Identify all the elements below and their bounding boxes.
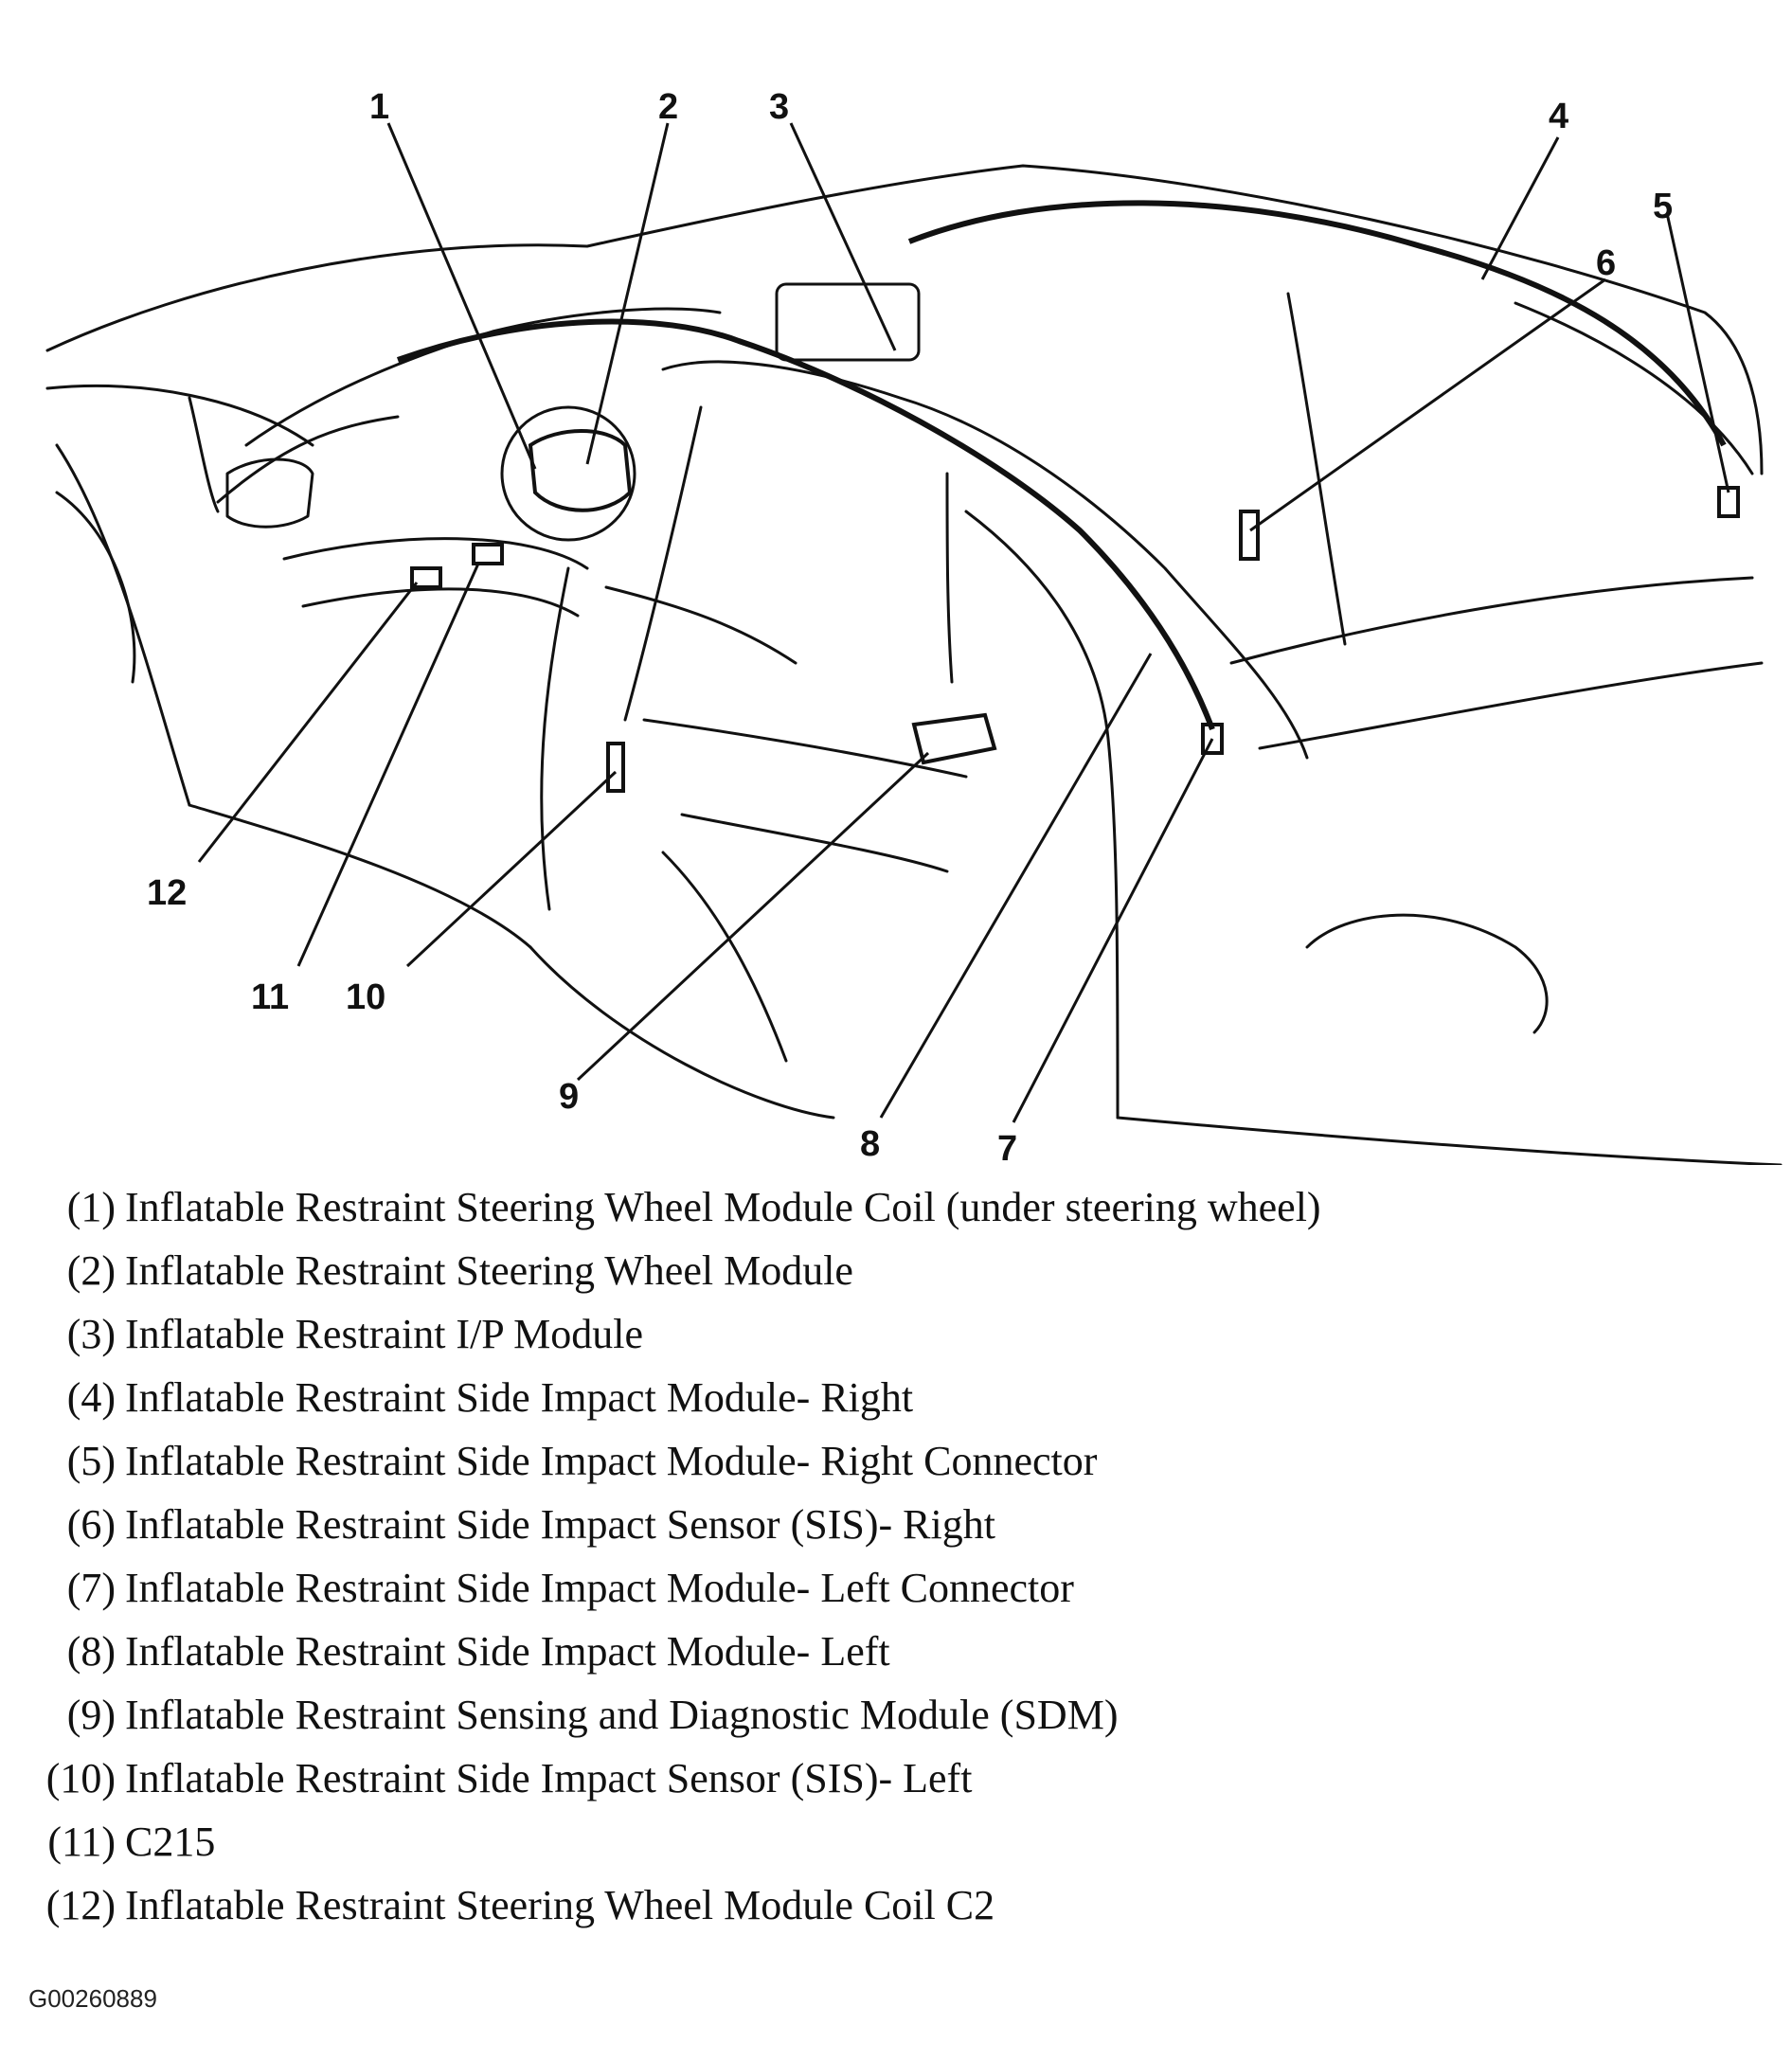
legend-number: (3) [66,1311,116,1357]
sis-right-shape [1239,510,1260,561]
legend-item-1: (1)Inflatable Restraint Steering Wheel M… [28,1179,1321,1236]
legend-number: (9) [66,1692,116,1738]
legend-label: Inflatable Restraint Side Impact Module-… [125,1565,1074,1611]
callout-numbers: 1 2 3 4 5 6 7 8 9 10 11 12 [147,87,1673,1165]
legend-number: (4) [66,1374,116,1421]
legend-item-4: (4)Inflatable Restraint Side Impact Modu… [28,1370,913,1426]
callout-3: 3 [769,87,789,127]
airbag-component-location-diagram: 1 2 3 4 5 6 7 8 9 10 11 12 [45,87,1783,1165]
callout-7: 7 [997,1129,1017,1165]
callout-11: 11 [251,977,289,1017]
figure-identifier: G00260889 [28,1984,157,2013]
legend-item-8: (8)Inflatable Restraint Side Impact Modu… [28,1623,890,1680]
leader-lines [197,122,1730,1123]
legend-number: (10) [45,1755,116,1801]
legend-number: (6) [66,1501,116,1548]
legend-label: Inflatable Restraint Sensing and Diagnos… [125,1692,1119,1738]
side-impact-module-left-rail [396,318,1215,731]
callout-1: 1 [369,87,389,127]
legend-label: Inflatable Restraint Side Impact Sensor … [125,1501,995,1548]
legend-label: Inflatable Restraint I/P Module [125,1311,644,1357]
callout-5: 5 [1653,187,1673,226]
legend-number: (2) [66,1247,116,1294]
callout-9: 9 [559,1077,579,1117]
legend-item-9: (9)Inflatable Restraint Sensing and Diag… [28,1687,1119,1744]
steering-wheel-module-shape [528,429,633,512]
callout-4: 4 [1549,97,1568,136]
legend-label: Inflatable Restraint Side Impact Module-… [125,1374,914,1421]
left-connector-shape [1201,723,1224,755]
callout-10: 10 [346,977,385,1017]
legend-item-3: (3)Inflatable Restraint I/P Module [28,1306,643,1363]
callout-12: 12 [147,873,187,913]
legend-item-2: (2)Inflatable Restraint Steering Wheel M… [28,1243,853,1299]
legend-item-5: (5)Inflatable Restraint Side Impact Modu… [28,1433,1098,1490]
legend-item-11: (11)C215 [28,1814,215,1871]
legend-label: Inflatable Restraint Steering Wheel Modu… [125,1247,853,1294]
legend-item-6: (6)Inflatable Restraint Side Impact Sens… [28,1496,995,1553]
legend-number: (7) [66,1565,116,1611]
legend-label: Inflatable Restraint Side Impact Sensor … [125,1755,973,1801]
callout-8: 8 [860,1124,880,1164]
legend-number: (11) [47,1819,116,1865]
callout-2: 2 [658,87,678,127]
legend-number: (1) [66,1184,116,1230]
side-impact-module-right-rail [907,200,1727,447]
legend-label: Inflatable Restraint Side Impact Module-… [125,1628,890,1675]
vehicle-body-outline [45,164,1783,1165]
legend-label: C215 [125,1819,216,1865]
sdm-shape [911,712,997,765]
legend-label: Inflatable Restraint Steering Wheel Modu… [125,1184,1321,1230]
legend-item-7: (7)Inflatable Restraint Side Impact Modu… [28,1560,1074,1617]
airbag-components [396,200,1740,793]
legend-number: (8) [66,1628,116,1675]
sis-left-shape [606,742,625,793]
callout-6: 6 [1596,243,1616,283]
legend-number: (5) [66,1438,116,1484]
ip-module-shape [775,282,921,362]
legend-label: Inflatable Restraint Side Impact Module-… [125,1438,1098,1484]
coil-connector-c2-shape [410,566,442,589]
connector-c215-shape [472,543,504,565]
legend-item-12: (12)Inflatable Restraint Steering Wheel … [28,1877,995,1934]
legend-number: (12) [45,1882,116,1928]
legend-item-10: (10)Inflatable Restraint Side Impact Sen… [28,1750,973,1807]
legend-label: Inflatable Restraint Steering Wheel Modu… [125,1882,995,1928]
